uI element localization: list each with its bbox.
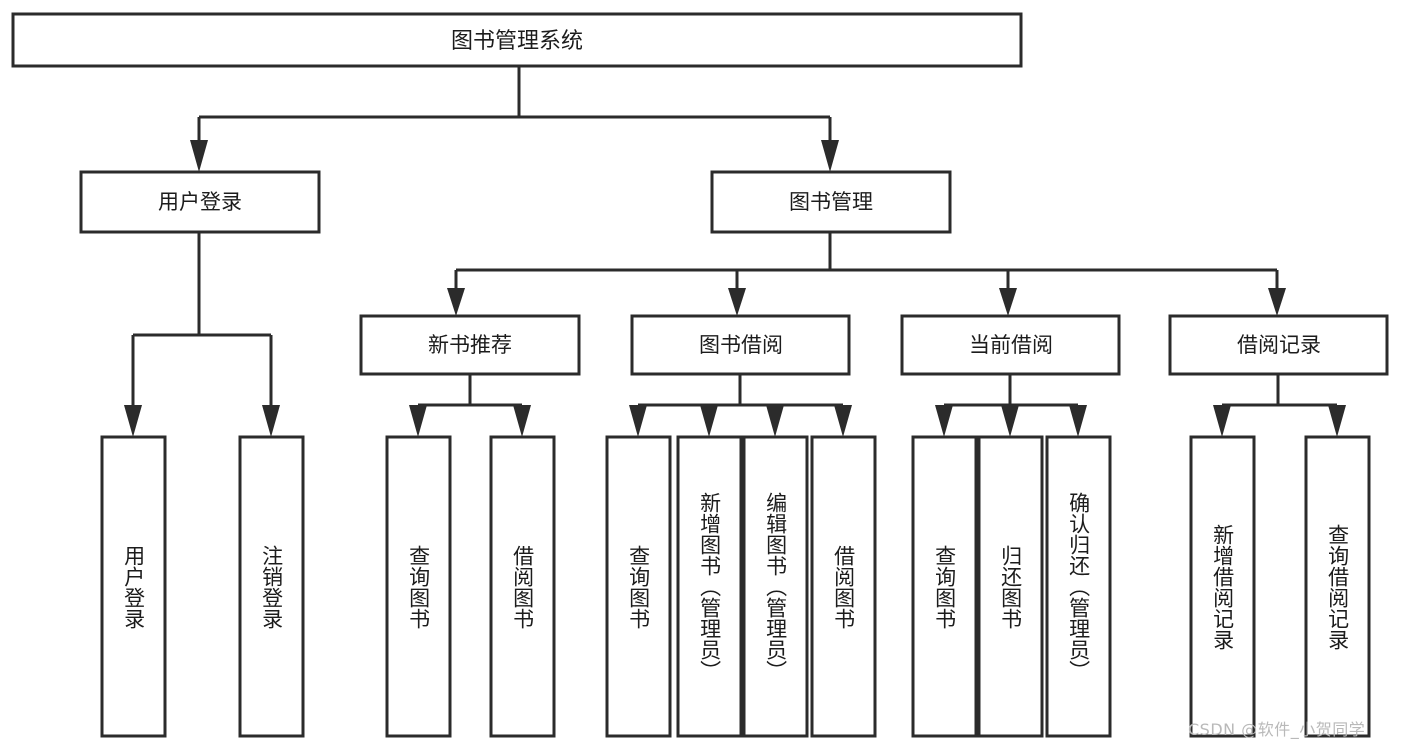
- arrow-leaf-add-record: [1213, 405, 1231, 437]
- node-book-manage[interactable]: [710, 170, 952, 234]
- arrow-leaf-query-book-1: [409, 405, 427, 437]
- node-book-manage-label: 图书管理: [789, 190, 873, 214]
- node-leaf-query-record[interactable]: [1304, 435, 1371, 738]
- node-user-login[interactable]: [79, 170, 321, 234]
- node-user-login-label: 用户登录: [158, 190, 242, 214]
- node-leaf-user-login[interactable]: [100, 435, 167, 738]
- arrow-leaf-borrow-book-1: [513, 405, 531, 437]
- arrow-leaf-return-book: [1001, 405, 1019, 437]
- node-borrow-record[interactable]: [1168, 314, 1389, 376]
- arrow-leaf-borrow-book-2: [834, 405, 852, 437]
- node-leaf-return-book[interactable]: [977, 435, 1044, 738]
- csdn-watermark: CSDN @软件_小贺同学: [1188, 720, 1366, 739]
- arrow-leaf-edit-book: [766, 405, 784, 437]
- node-leaf-query-book-2[interactable]: [605, 435, 672, 738]
- node-new-book-rec[interactable]: [359, 314, 581, 376]
- node-current-borrow[interactable]: [900, 314, 1121, 376]
- node-leaf-user-logout[interactable]: [238, 435, 305, 738]
- node-root[interactable]: [11, 12, 1023, 68]
- arrow-user-login: [190, 140, 208, 172]
- node-new-book-rec-label: 新书推荐: [428, 333, 512, 357]
- arrow-leaf-query-book-3: [935, 405, 953, 437]
- node-borrow-record-label: 借阅记录: [1237, 333, 1321, 357]
- node-leaf-edit-book[interactable]: [742, 435, 809, 738]
- node-book-borrow-label: 图书借阅: [699, 333, 783, 357]
- node-book-borrow[interactable]: [630, 314, 851, 376]
- node-leaf-borrow-book-2[interactable]: [810, 435, 877, 738]
- arrow-book-borrow: [728, 288, 746, 316]
- node-leaf-add-book[interactable]: [676, 435, 743, 738]
- arrow-leaf-query-book-2: [629, 405, 647, 437]
- node-leaf-confirm-return[interactable]: [1045, 435, 1112, 738]
- node-current-borrow-label: 当前借阅: [969, 333, 1053, 357]
- arrow-leaf-user-logout: [262, 405, 280, 437]
- node-leaf-add-record[interactable]: [1189, 435, 1256, 738]
- node-leaf-query-book-3[interactable]: [911, 435, 978, 738]
- node-root-label: 图书管理系统: [451, 29, 583, 54]
- arrow-leaf-user-login: [124, 405, 142, 437]
- arrow-leaf-add-book: [700, 405, 718, 437]
- connector-layer: [124, 66, 1346, 437]
- node-leaf-query-book-1[interactable]: [385, 435, 452, 738]
- arrow-borrow-record: [1268, 288, 1286, 316]
- arrow-current-borrow: [999, 288, 1017, 316]
- arrow-new-book-rec: [447, 288, 465, 316]
- arrow-leaf-confirm-return: [1069, 405, 1087, 437]
- arrow-leaf-query-record: [1328, 405, 1346, 437]
- arrow-book-manage: [821, 140, 839, 172]
- node-leaf-borrow-book-1[interactable]: [489, 435, 556, 738]
- node-layer: 图书管理系统 用户登录 图书管理 新书推荐 图书借阅 当前借阅 借阅记录: [11, 12, 1389, 738]
